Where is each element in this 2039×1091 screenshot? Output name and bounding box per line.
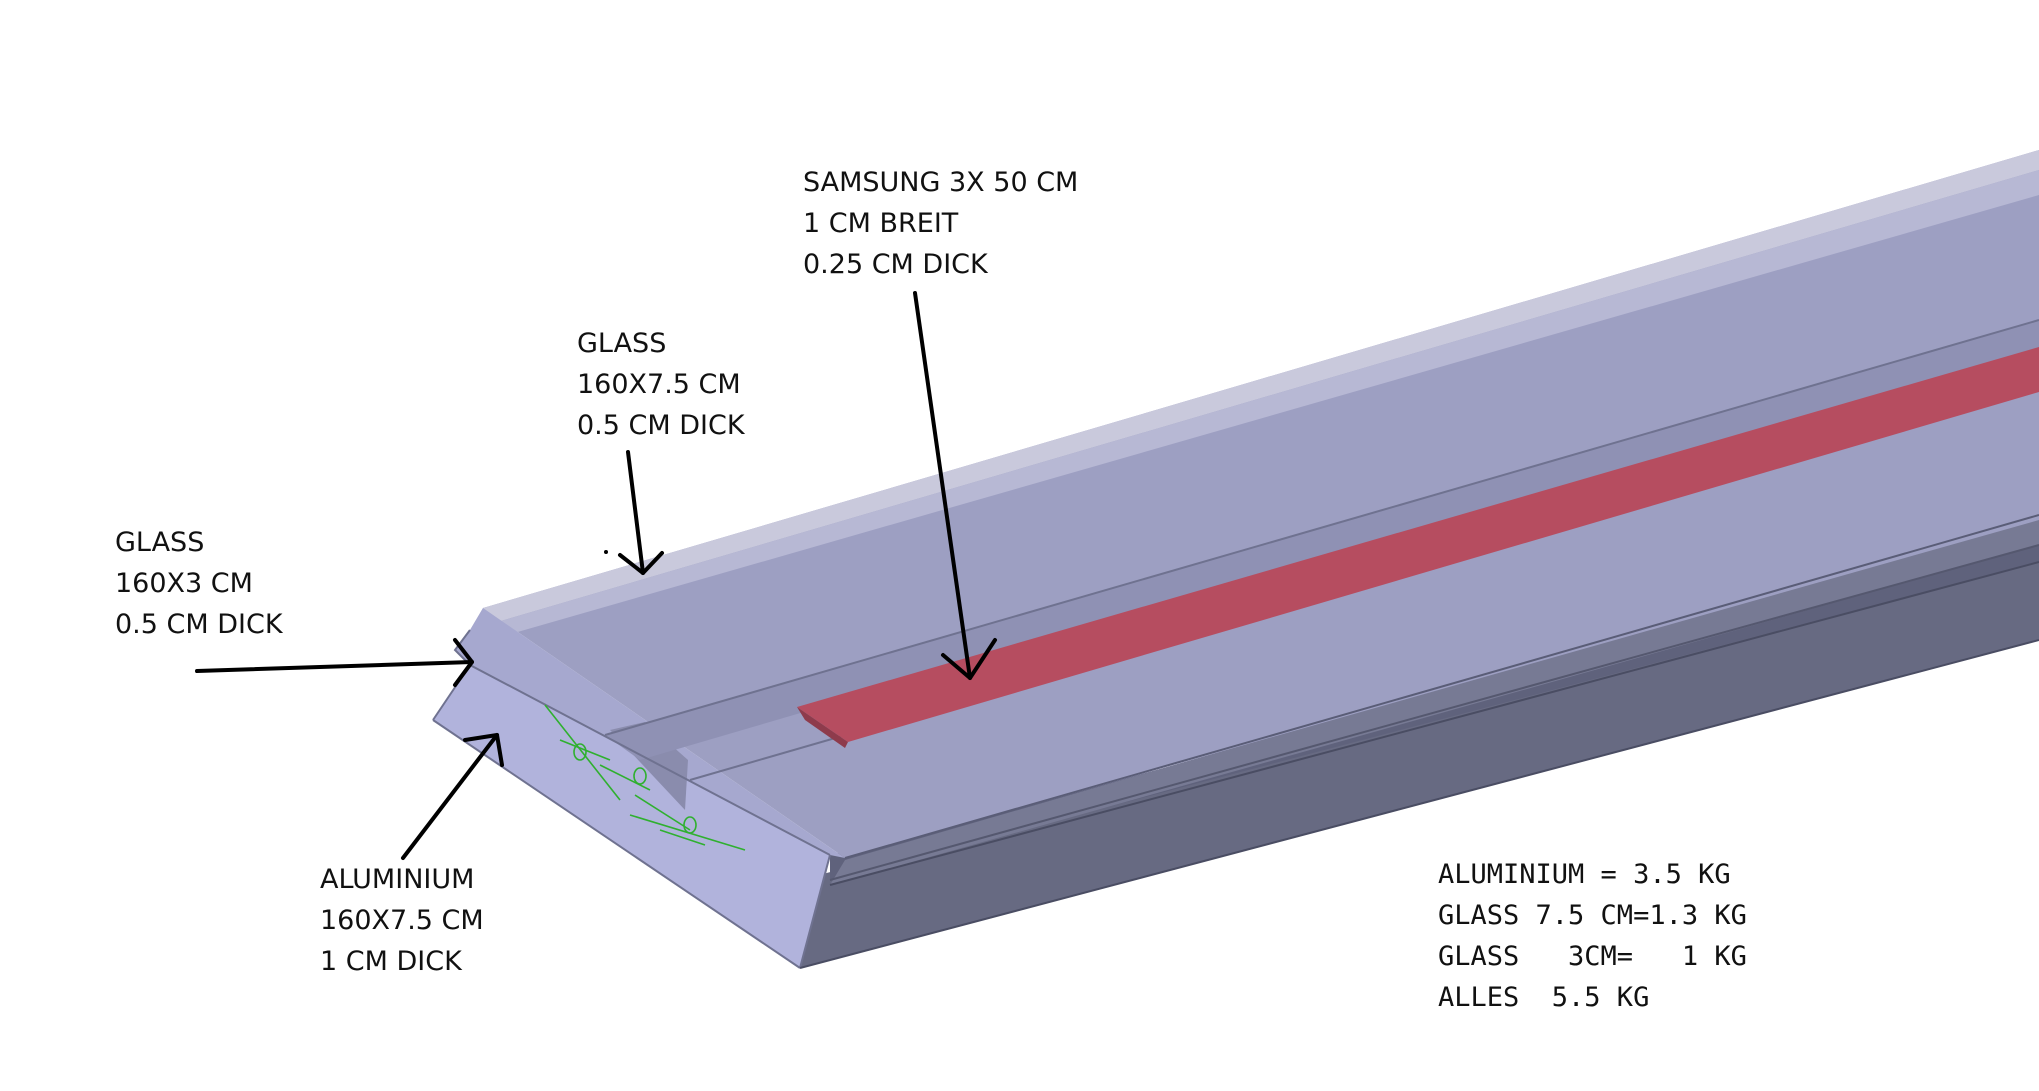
svg-text:160X3 CM: 160X3 CM (115, 568, 253, 599)
svg-text:ALUMINIUM: ALUMINIUM (320, 864, 474, 895)
svg-text:GLASS: GLASS (577, 328, 666, 359)
aluminium-side-face (800, 555, 2039, 968)
label-aluminium: ALUMINIUM 160X7.5 CM 1 CM DICK (320, 864, 484, 977)
svg-text:GLASS 7.5 CM=1.3 KG: GLASS 7.5 CM=1.3 KG (1438, 900, 1747, 931)
svg-text:GLASS 3CM= 1 KG: GLASS 3CM= 1 KG (1438, 941, 1747, 972)
groove-channel (605, 320, 2039, 760)
led-strip (797, 347, 2039, 742)
svg-text:1 CM DICK: 1 CM DICK (320, 946, 463, 977)
svg-text:1 CM BREIT: 1 CM BREIT (803, 208, 959, 239)
label-glass-narrow: GLASS 160X3 CM 0.5 CM DICK (115, 527, 284, 640)
stray-dot (604, 550, 608, 554)
svg-text:0.5 CM DICK: 0.5 CM DICK (577, 410, 746, 441)
svg-text:ALUMINIUM = 3.5 KG: ALUMINIUM = 3.5 KG (1438, 859, 1731, 890)
svg-text:SAMSUNG 3X 50 CM: SAMSUNG 3X 50 CM (803, 167, 1078, 198)
glass-wide-side-face (830, 515, 2039, 885)
label-samsung: SAMSUNG 3X 50 CM 1 CM BREIT 0.25 CM DICK (803, 167, 1078, 280)
svg-text:GLASS: GLASS (115, 527, 204, 558)
svg-text:0.5 CM DICK: 0.5 CM DICK (115, 609, 284, 640)
svg-text:ALLES 5.5 KG: ALLES 5.5 KG (1438, 982, 1649, 1013)
aluminium-front-face (433, 665, 830, 968)
glass-narrow-top (455, 170, 2039, 650)
svg-text:0.25 CM DICK: 0.25 CM DICK (803, 249, 989, 280)
svg-text:160X7.5 CM: 160X7.5 CM (320, 905, 484, 936)
arrow-samsung (913, 291, 997, 680)
arrow-aluminium (401, 733, 504, 860)
glass-top-edge (470, 150, 2039, 630)
arrow-glass-wide (618, 450, 664, 575)
label-glass-wide: GLASS 160X7.5 CM 0.5 CM DICK (577, 328, 746, 441)
weights-summary: ALUMINIUM = 3.5 KG GLASS 7.5 CM=1.3 KG G… (1438, 859, 1747, 1013)
svg-text:160X7.5 CM: 160X7.5 CM (577, 369, 741, 400)
arrow-glass-narrow (195, 638, 474, 687)
sketch-marks (544, 704, 746, 851)
led-strip-end (797, 707, 848, 748)
